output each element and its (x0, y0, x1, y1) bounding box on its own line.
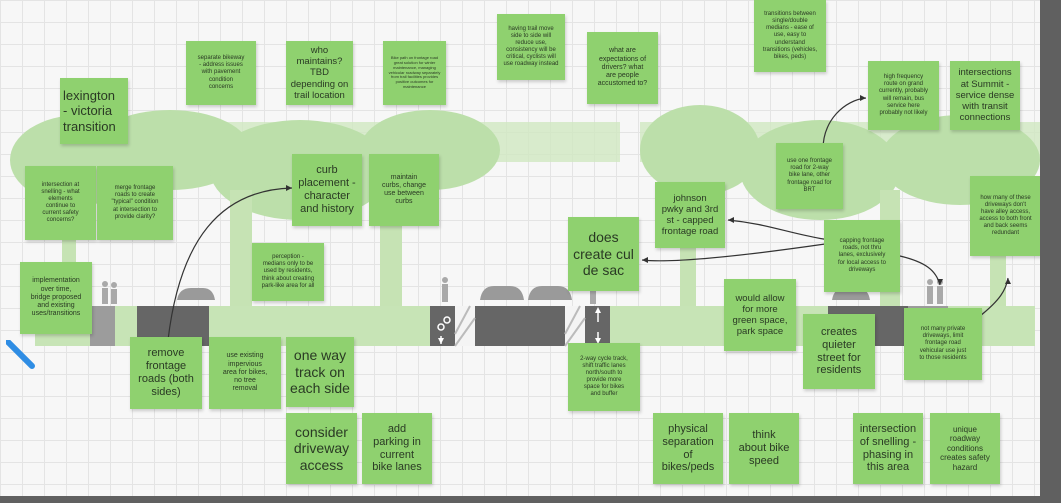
sticky-note-driver-expectations[interactable]: what are expectations of drivers? what a… (587, 32, 658, 104)
sticky-note-use-one-frontage[interactable]: use one frontage road for 2-way bike lan… (776, 143, 843, 209)
sticky-note-unique-conditions[interactable]: unique roadway conditions creates safety… (930, 413, 1000, 484)
sticky-note-existing-impervious[interactable]: use existing impervious area for bikes, … (209, 337, 281, 409)
sticky-note-high-frequency[interactable]: high frequency route on grand currently,… (868, 61, 939, 130)
window-frame-bottom (0, 496, 1061, 503)
sticky-note-who-maintains[interactable]: who maintains? TBD depending on trail lo… (286, 41, 353, 105)
sticky-note-curb-placement[interactable]: curb placement - character and history (292, 154, 362, 226)
sticky-note-quieter-street[interactable]: creates quieter street for residents (803, 314, 875, 389)
sticky-note-median-transitions[interactable]: transitions between single/double median… (754, 0, 826, 72)
sticky-note-add-parking[interactable]: add parking in current bike lanes (362, 413, 432, 484)
sticky-note-one-way-track[interactable]: one way track on each side (286, 337, 354, 407)
sticky-note-snelling-phasing[interactable]: intersection of snelling - phasing in th… (853, 413, 923, 484)
sticky-note-remove-frontage[interactable]: remove frontage roads (both sides) (130, 337, 202, 409)
sticky-note-perception-medians[interactable]: perception - medians only to be used by … (252, 243, 324, 301)
sticky-note-trail-side-to-side[interactable]: having trail move side to side will redu… (497, 14, 565, 80)
sticky-note-capping-frontage[interactable]: capping frontage roads, not thru lanes, … (824, 220, 900, 292)
sticky-note-summit-intersections[interactable]: intersections at Summit - service dense … (950, 61, 1020, 130)
sticky-note-private-driveways[interactable]: not many private driveways, limit fronta… (904, 308, 982, 380)
sticky-note-driveway-alley-access[interactable]: how many of these driveways don't have a… (970, 176, 1041, 256)
sticky-note-snelling-safety[interactable]: intersection at snelling - what elements… (25, 166, 96, 240)
sticky-note-winter-maintenance[interactable]: Bike path on frontage road great solutio… (383, 41, 446, 105)
sticky-note-green-space[interactable]: would allow for more green space, park s… (724, 279, 796, 351)
sticky-note-two-way-cycle-track[interactable]: 2-way cycle track, shift traffic lanes n… (568, 343, 640, 411)
sticky-note-driveway-access[interactable]: consider driveway access (286, 413, 357, 484)
sticky-note-separate-bikeway[interactable]: separate bikeway - address issues with p… (186, 41, 256, 105)
sticky-note-merge-frontage[interactable]: merge frontage roads to create "typical"… (97, 166, 173, 240)
sticky-note-lexington[interactable]: lexington - victoria transition (60, 78, 128, 144)
sticky-note-johnson-pwky[interactable]: johnson pwky and 3rd st - capped frontag… (655, 182, 725, 248)
selection-corner-icon[interactable] (6, 340, 36, 370)
sticky-note-maintain-curbs[interactable]: maintain curbs, change use between curbs (369, 154, 439, 226)
sticky-note-cul-de-sac[interactable]: does create cul de sac (568, 217, 639, 291)
sticky-note-physical-separation[interactable]: physical separation of bikes/peds (653, 413, 723, 484)
sticky-note-implementation[interactable]: implementation over time, bridge propose… (20, 262, 92, 334)
sticky-note-bike-speed[interactable]: think about bike speed (729, 413, 799, 484)
window-frame-right (1040, 0, 1061, 503)
